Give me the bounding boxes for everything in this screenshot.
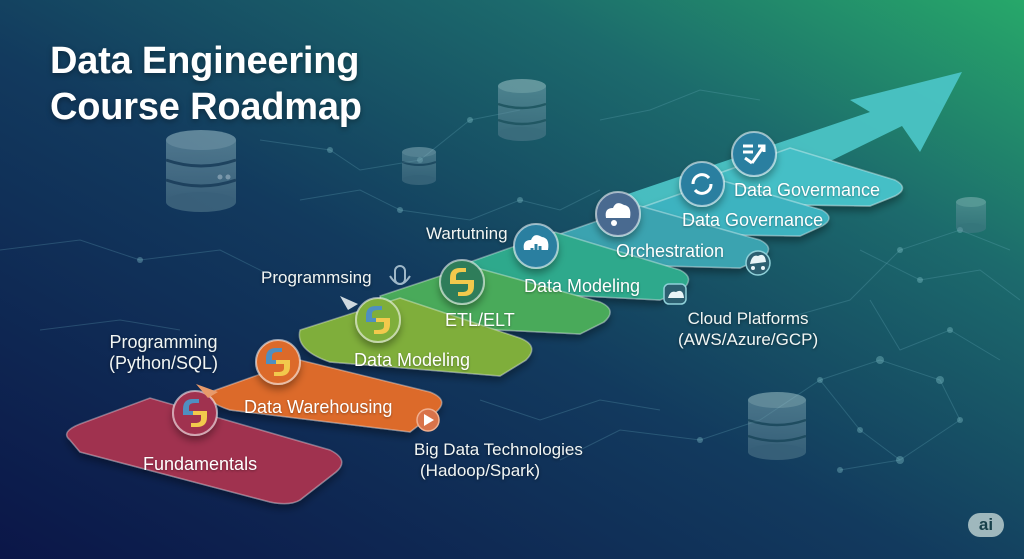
roadmap-step-3 bbox=[298, 297, 533, 377]
step-label-etl-elt: ETL/ELT bbox=[445, 310, 515, 330]
step-label-fundamentals: Fundamentals bbox=[143, 454, 258, 474]
circuit-network bbox=[0, 89, 1021, 471]
step-label-data-modeling: Data Modeling bbox=[354, 350, 471, 370]
ai-badge: ai bbox=[968, 513, 1004, 537]
database-icon bbox=[165, 130, 237, 212]
cloud-network-icon bbox=[595, 191, 641, 237]
title-line-1: Data Engineering bbox=[50, 40, 360, 82]
label-wartutning: Wartutning bbox=[426, 224, 508, 243]
step-label-orchestration: Orchestration bbox=[616, 241, 725, 261]
database-icon bbox=[747, 392, 807, 460]
python-icon bbox=[255, 339, 301, 385]
label-programming-python-sql: Programming (Python/SQL) bbox=[109, 332, 219, 373]
database-arrow-icon bbox=[731, 131, 777, 177]
cloud-chart-icon bbox=[513, 223, 559, 269]
database-icon bbox=[497, 79, 547, 141]
step-label-data-modeling-2: Data Modeling bbox=[524, 276, 641, 296]
step-plate bbox=[65, 397, 343, 505]
pointer-icon bbox=[340, 296, 358, 310]
label-programmsing: Programmsing bbox=[261, 268, 372, 287]
cloud-service-icon bbox=[745, 250, 771, 276]
sync-icon bbox=[679, 161, 725, 207]
database-icon bbox=[956, 197, 986, 233]
step-label-data-warehousing: Data Warehousing bbox=[244, 397, 393, 417]
roadmap-steps bbox=[65, 131, 904, 505]
roadmap-step-2 bbox=[208, 339, 443, 433]
title-line-2: Course Roadmap bbox=[50, 86, 362, 128]
roadmap-step-1 bbox=[65, 390, 343, 505]
page-title: Data Engineering Course Roadmap bbox=[50, 38, 362, 130]
python-icon bbox=[355, 297, 401, 343]
label-cloud-platforms: Cloud Platforms (AWS/Azure/GCP) bbox=[678, 309, 819, 349]
step-label-data-governance: Data Governance bbox=[682, 210, 824, 230]
microphone-icon bbox=[389, 265, 411, 285]
pointer-icon bbox=[196, 384, 218, 398]
python-snake-icon bbox=[439, 259, 485, 305]
play-icon bbox=[416, 408, 440, 432]
label-big-data-technologies: Big Data Technologies (Hadoop/Spark) bbox=[414, 440, 583, 480]
cloud-platform-icon bbox=[663, 283, 687, 305]
database-icon bbox=[401, 147, 437, 185]
python-icon bbox=[172, 390, 218, 436]
step-label-data-govermance: Data Govermance bbox=[734, 180, 881, 200]
